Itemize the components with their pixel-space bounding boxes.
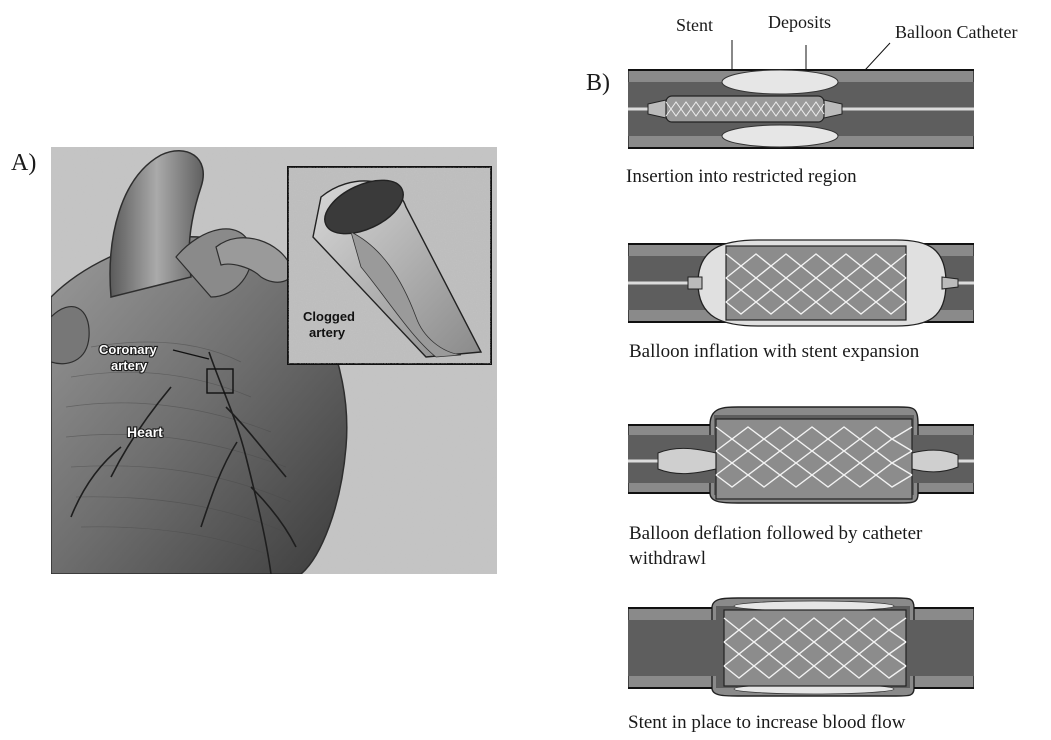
stage-3-deflation-diagram — [628, 405, 974, 505]
stent-callout: Stent — [676, 15, 713, 36]
heart-illustration: Coronary artery Heart Clogged artery — [51, 147, 497, 574]
panel-a-label: A) — [11, 150, 36, 177]
balloon-catheter-callout: Balloon Catheter — [895, 22, 1017, 43]
deposit-top — [722, 70, 838, 94]
heart-label: Heart — [127, 424, 163, 440]
clogged-artery-inset: Clogged artery — [288, 167, 491, 364]
coronary-artery-label-1: Coronary — [99, 342, 158, 357]
deployed-stent — [716, 419, 912, 499]
stage-2-caption: Balloon inflation with stent expansion — [629, 341, 919, 363]
clogged-artery-label-2: artery — [309, 325, 346, 340]
stage-1-caption: Insertion into restricted region — [626, 166, 857, 188]
stage-3-caption: Balloon deflation followed by catheter — [629, 523, 922, 545]
stage-3-caption-line2: withdrawl — [629, 548, 706, 570]
deposit-bottom — [722, 125, 838, 147]
coronary-artery-label-2: artery — [111, 358, 148, 373]
stage-4-stent-in-place-diagram — [628, 596, 974, 698]
clogged-artery-label-1: Clogged — [303, 309, 355, 324]
stage-4-caption: Stent in place to increase blood flow — [628, 712, 906, 734]
stage-1-insertion-diagram — [628, 66, 974, 152]
deposits-callout: Deposits — [768, 12, 831, 33]
panel-b-label: B) — [586, 70, 610, 97]
stage-2-inflation-diagram — [628, 236, 974, 328]
compressed-stent — [666, 96, 824, 122]
